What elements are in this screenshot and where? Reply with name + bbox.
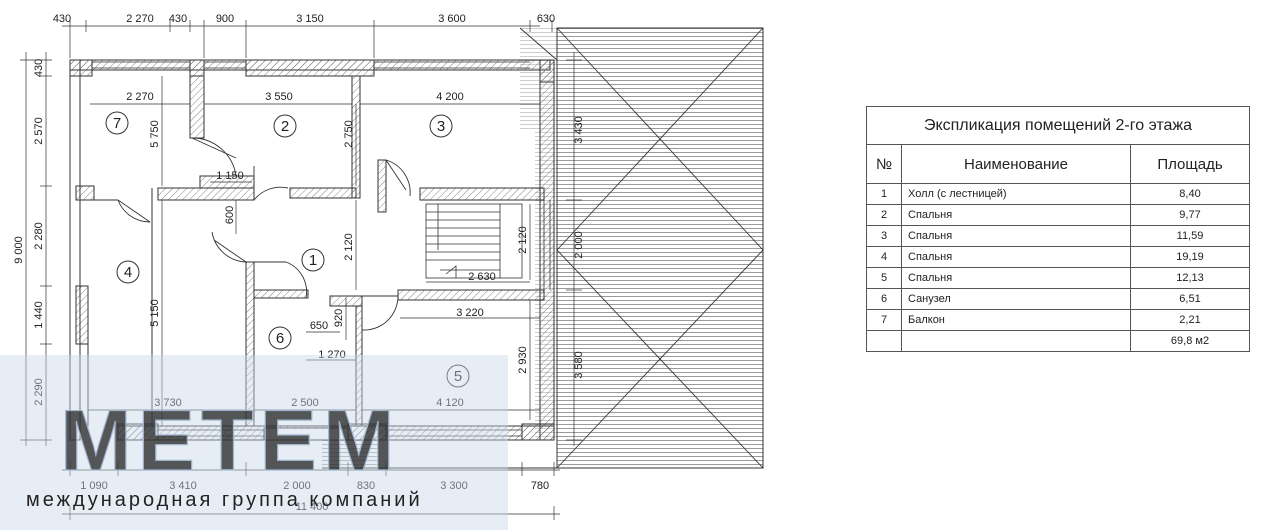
dim-inner-18: 2 500 <box>291 397 319 409</box>
dim-inner-10: 2 630 <box>468 271 496 283</box>
watermark-tagline: международная группа компаний <box>26 489 423 511</box>
room-number-2: 2 <box>281 118 289 135</box>
dim-bottom-6: 780 <box>531 480 549 492</box>
interior-walls <box>79 75 545 427</box>
dim-left-1: 430 <box>33 59 45 77</box>
room-number-3: 3 <box>437 118 445 135</box>
row-num: 2 <box>866 204 902 226</box>
dim-top-4: 900 <box>216 13 234 25</box>
dim-inner-12: 920 <box>333 309 345 327</box>
row-area: 8,40 <box>1130 183 1250 205</box>
dim-left-5: 2 290 <box>33 378 45 406</box>
dim-top-7: 630 <box>537 13 555 25</box>
dim-bottom-5: 3 300 <box>440 480 468 492</box>
windows <box>92 61 551 437</box>
total-area: 69,8 м2 <box>1130 330 1250 352</box>
dim-inner-5: 2 750 <box>343 120 355 148</box>
doors <box>117 137 411 331</box>
row-area: 12,13 <box>1130 267 1250 289</box>
dim-inner-1: 2 270 <box>126 91 154 103</box>
row-area: 9,77 <box>1130 204 1250 226</box>
dim-inner-16: 2 930 <box>517 346 529 374</box>
dim-overall-width: 11 400 <box>296 501 329 513</box>
row-name: Санузел <box>901 288 1131 310</box>
row-num: 5 <box>866 267 902 289</box>
dim-left-3: 2 280 <box>33 222 45 250</box>
row-num: 4 <box>866 246 902 268</box>
dim-right-1: 3 430 <box>573 116 585 144</box>
dim-top-5: 3 150 <box>296 13 324 25</box>
dimension-lines <box>20 20 582 520</box>
dim-inner-6: 1 150 <box>216 170 244 182</box>
dim-bottom-4: 830 <box>357 480 375 492</box>
dim-bottom-1: 1 090 <box>80 480 108 492</box>
dim-right-3: 3 580 <box>573 351 585 379</box>
row-area: 19,19 <box>1130 246 1250 268</box>
dim-inner-11: 5 150 <box>149 299 161 327</box>
row-num: 7 <box>866 309 902 331</box>
dim-top-2: 2 270 <box>126 13 154 25</box>
header-area: Площадь <box>1130 144 1250 184</box>
dim-top-6: 3 600 <box>438 13 466 25</box>
dim-left-4: 1 440 <box>33 301 45 329</box>
dim-bottom-3: 2 000 <box>283 480 311 492</box>
explication-title: Экспликация помещений 2-го этажа <box>866 106 1250 145</box>
dim-top-3: 430 <box>169 13 187 25</box>
dim-inner-15: 3 220 <box>456 307 484 319</box>
roof <box>322 27 764 469</box>
staircase <box>425 203 523 279</box>
row-name: Спальня <box>901 204 1131 226</box>
dim-inner-13: 650 <box>310 320 328 332</box>
room-number-1: 1 <box>309 252 317 269</box>
dim-inner-17: 3 730 <box>154 397 182 409</box>
dim-inner-7: 600 <box>224 206 236 224</box>
dim-left-2: 2 570 <box>33 117 45 145</box>
header-num: № <box>866 144 902 184</box>
dim-overall-height: 9 000 <box>13 236 25 264</box>
dim-bottom-2: 3 410 <box>169 480 197 492</box>
header-name: Наименование <box>901 144 1131 184</box>
dim-inner-19: 4 120 <box>436 397 464 409</box>
dim-inner-4: 5 750 <box>149 120 161 148</box>
row-name: Холл (с лестницей) <box>901 183 1131 205</box>
watermark-letters: МЕТЕМ <box>60 393 401 489</box>
row-name: Спальня <box>901 225 1131 247</box>
exterior-walls <box>69 59 555 441</box>
total-row: 69,8 м2 <box>866 330 1250 352</box>
dim-top-1: 430 <box>53 13 71 25</box>
dim-inner-9: 2 120 <box>517 226 529 254</box>
room-number-4: 4 <box>124 264 132 281</box>
dim-inner-14: 1 270 <box>318 349 346 361</box>
room-labels <box>105 111 470 388</box>
dim-inner-8: 2 120 <box>343 233 355 261</box>
row-num: 6 <box>866 288 902 310</box>
dim-inner-2: 3 550 <box>265 91 293 103</box>
row-area: 2,21 <box>1130 309 1250 331</box>
room-number-7: 7 <box>113 115 121 132</box>
room-explication-table: Экспликация помещений 2-го этажа № Наиме… <box>866 106 1250 352</box>
dim-right-2: 2 000 <box>573 231 585 259</box>
row-name: Балкон <box>901 309 1131 331</box>
room-number-5: 5 <box>454 368 462 385</box>
row-name: Спальня <box>901 267 1131 289</box>
row-area: 6,51 <box>1130 288 1250 310</box>
row-name: Спальня <box>901 246 1131 268</box>
dim-inner-3: 4 200 <box>436 91 464 103</box>
row-area: 11,59 <box>1130 225 1250 247</box>
row-num: 3 <box>866 225 902 247</box>
room-number-6: 6 <box>276 330 284 347</box>
watermark: МЕТЕМ международная группа компаний <box>0 355 508 530</box>
row-num: 1 <box>866 183 902 205</box>
